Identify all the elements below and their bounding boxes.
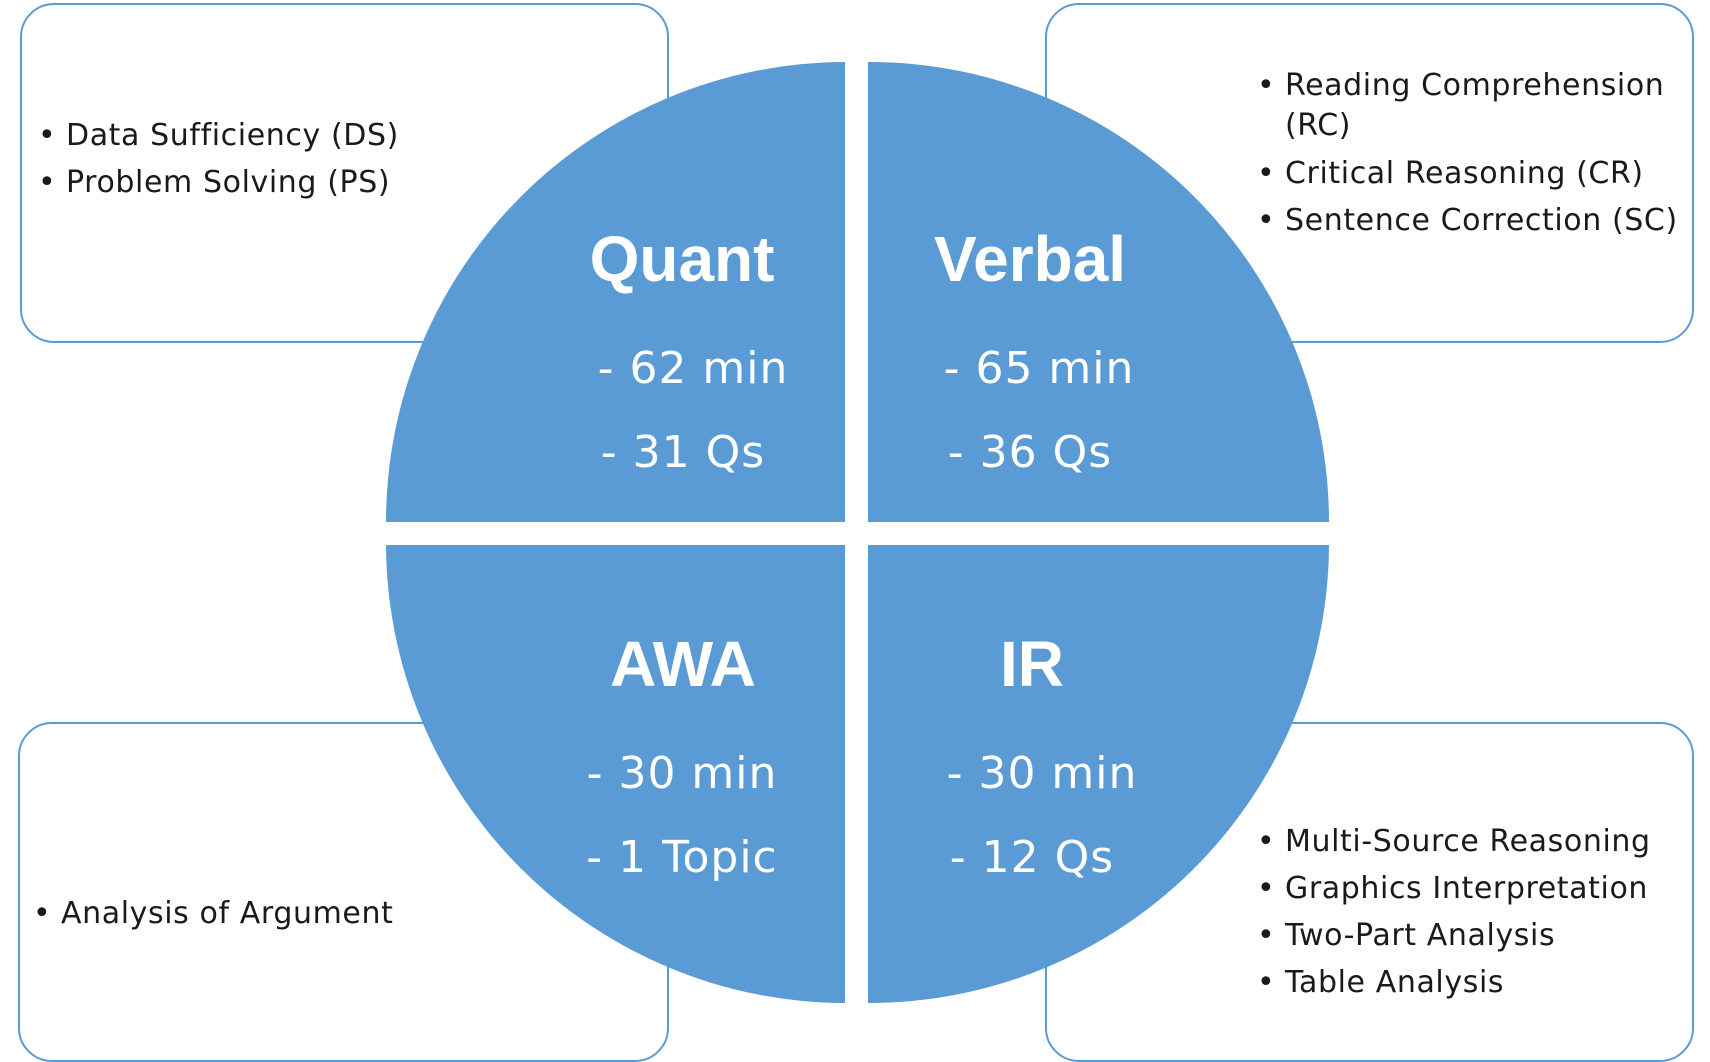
list-item: Analysis of Argument <box>33 890 393 937</box>
list-item: Graphics Interpretation <box>1257 865 1651 912</box>
ir-topic-list: Multi-Source Reasoning Graphics Interpre… <box>1257 818 1651 1006</box>
verbal-title: Verbal <box>933 223 1127 295</box>
awa-count: - 1 Topic <box>586 832 778 883</box>
quant-quadrant <box>386 62 845 522</box>
quant-count: - 31 Qs <box>600 427 766 478</box>
verbal-count: - 36 Qs <box>947 427 1113 478</box>
verbal-time: - 65 min <box>943 343 1135 394</box>
awa-quadrant <box>386 545 845 1003</box>
ir-title: IR <box>1000 628 1064 700</box>
awa-title: AWA <box>610 628 756 700</box>
list-item: Reading Comprehension (RC) <box>1257 66 1680 150</box>
verbal-topic-list: Reading Comprehension (RC) Critical Reas… <box>1257 66 1680 244</box>
list-item: Problem Solving (PS) <box>38 159 399 206</box>
list-item: Two-Part Analysis <box>1257 912 1651 959</box>
awa-time: - 30 min <box>586 748 778 799</box>
ir-count: - 12 Qs <box>949 832 1115 883</box>
list-item: Data Sufficiency (DS) <box>38 112 399 159</box>
list-item: Table Analysis <box>1257 959 1651 1006</box>
list-item: Multi-Source Reasoning <box>1257 818 1651 865</box>
list-item: Critical Reasoning (CR) <box>1257 150 1680 197</box>
quant-title: Quant <box>589 223 775 295</box>
list-item: Sentence Correction (SC) <box>1257 197 1680 244</box>
ir-quadrant <box>868 545 1329 1004</box>
verbal-quadrant <box>868 61 1329 523</box>
quant-topic-list: Data Sufficiency (DS) Problem Solving (P… <box>38 112 399 206</box>
quant-time: - 62 min <box>597 343 789 394</box>
ir-time: - 30 min <box>946 748 1138 799</box>
awa-topic-list: Analysis of Argument <box>33 890 393 937</box>
